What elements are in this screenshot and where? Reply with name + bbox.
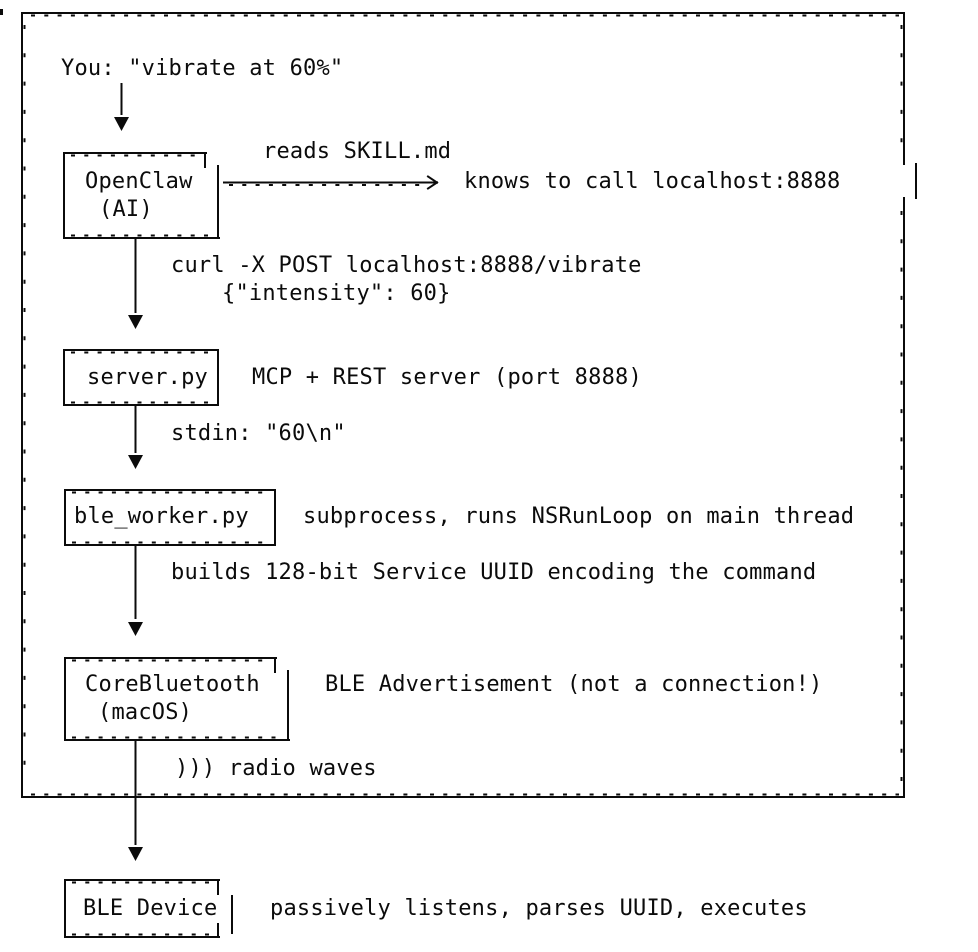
- corebluetooth-box: [64, 657, 290, 741]
- ble-device-box: [64, 879, 233, 938]
- ble-device-note: passively listens, parses UUID, executes: [270, 896, 808, 921]
- corebluetooth-sublabel: (macOS): [98, 700, 193, 725]
- corebluetooth-note: BLE Advertisement (not a connection!): [325, 672, 823, 697]
- edge-you-to-openclaw: [114, 83, 129, 131]
- clipped-glyph-artifact: [0, 9, 3, 15]
- server-note: MCP + REST server (port 8888): [252, 365, 642, 390]
- reads-skill-label: reads SKILL.md: [263, 139, 452, 164]
- curl-command-line1: curl -X POST localhost:8888/vibrate: [171, 253, 642, 278]
- curl-command-line2: {"intensity": 60}: [222, 281, 451, 306]
- edge-worker-to-corebluetooth: [128, 545, 143, 636]
- openclaw-label: OpenClaw: [85, 169, 193, 194]
- outer-box: [21, 12, 917, 798]
- ble-worker-box: [64, 489, 276, 546]
- radio-waves-label: ))) radio waves: [175, 756, 377, 781]
- ble-worker-note: subprocess, runs NSRunLoop on main threa…: [303, 504, 855, 529]
- server-label: server.py: [87, 365, 209, 390]
- edge-openclaw-to-server: [128, 238, 143, 329]
- knows-localhost-label: knows to call localhost:8888: [464, 169, 841, 194]
- openclaw-box: [63, 152, 220, 239]
- edge-reads-skill: [223, 175, 439, 190]
- ble-device-label: BLE Device: [83, 896, 218, 921]
- stdin-label: stdin: "60\n": [171, 421, 346, 446]
- edge-server-to-worker: [128, 405, 143, 469]
- openclaw-sublabel: (AI): [99, 197, 153, 222]
- edge-corebluetooth-to-device: [128, 740, 143, 861]
- server-box: [63, 349, 219, 406]
- ble-worker-label: ble_worker.py: [74, 504, 249, 529]
- user-utterance: You: "vibrate at 60%": [61, 56, 344, 81]
- corebluetooth-label: CoreBluetooth: [85, 672, 260, 697]
- uuid-build-label: builds 128-bit Service UUID encoding the…: [171, 560, 817, 585]
